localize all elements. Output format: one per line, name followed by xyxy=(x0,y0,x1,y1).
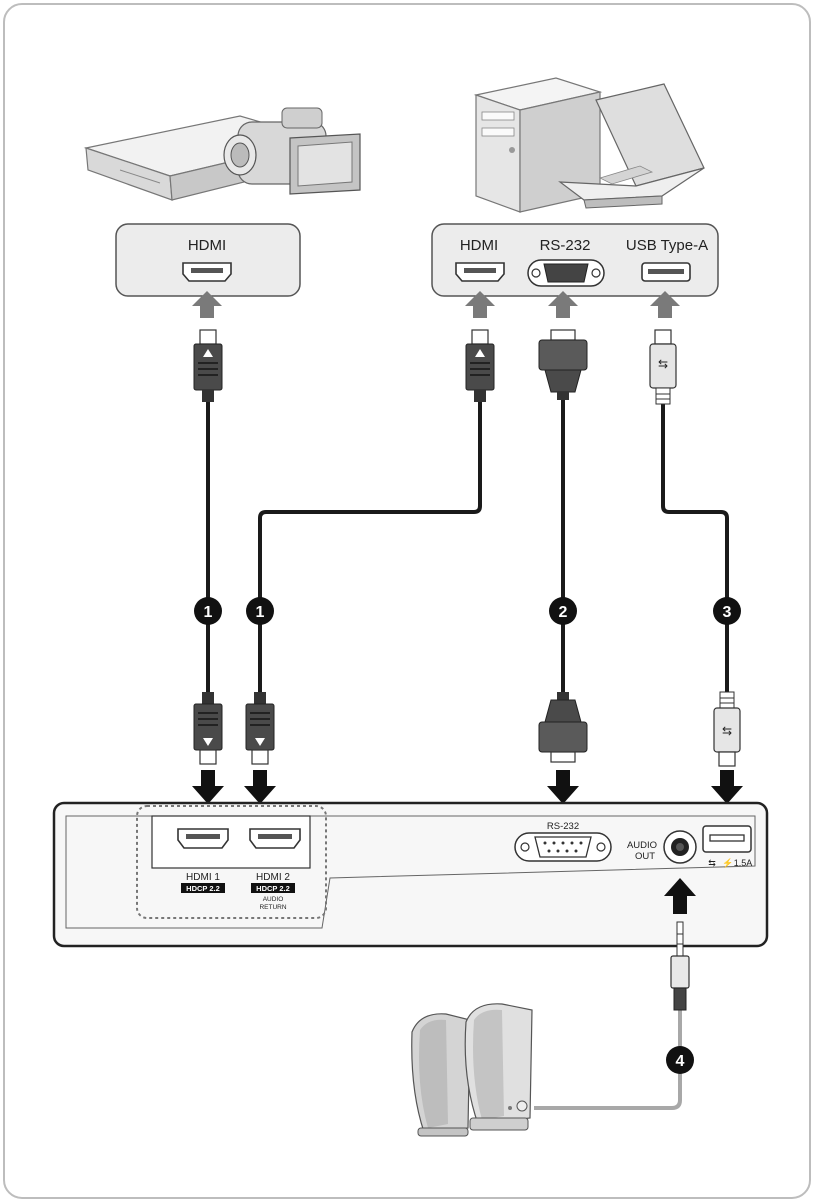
usb-plug-top: ⇆ xyxy=(649,329,677,405)
cable-badge-1b xyxy=(246,597,274,625)
arrow-down-usb xyxy=(711,770,743,804)
cable-usb xyxy=(661,404,729,694)
rs232-plug-bottom xyxy=(538,692,588,763)
speakers-illustration xyxy=(411,1003,533,1137)
projector-usb-port xyxy=(702,825,752,853)
svg-text:⇆: ⇆ xyxy=(722,724,732,738)
projector-audio-return-line2: RETURN xyxy=(259,904,286,911)
arrow-down-hdmi2 xyxy=(244,770,276,804)
cable-badge-3-text: 3 xyxy=(723,604,732,621)
hdmi-group-dotted-outline xyxy=(136,805,327,919)
projector-hdmi1-label: HDMI 1 xyxy=(186,872,220,883)
cable-badge-2 xyxy=(549,597,577,625)
usb-plug-bottom: ⇆ xyxy=(713,691,741,767)
cable-hdmi-pc-to-hdmi2 xyxy=(258,400,482,694)
computer-devices-illustration xyxy=(473,77,705,213)
projector-rs232-label: RS-232 xyxy=(547,821,579,832)
projector-audio-out-line1: AUDIO xyxy=(627,840,657,851)
computer-rs232-port-icon xyxy=(527,259,605,287)
projector-audio-out-line2: OUT xyxy=(635,851,655,862)
cable-badge-4 xyxy=(666,1046,694,1074)
svg-text:⇆: ⇆ xyxy=(658,357,668,371)
hdmi-plug-bottom-2 xyxy=(245,692,275,765)
projector-hdmi1-hdcp-badge xyxy=(181,883,225,893)
projector-hdmi1-hdcp-text: HDCP 2.2 xyxy=(186,884,220,893)
projector-hdmi1-port xyxy=(177,828,229,849)
av-source-hdmi-port-icon xyxy=(182,262,232,282)
hdmi-plug-bottom-1 xyxy=(193,692,223,765)
hdmi-plug-top-pc xyxy=(465,329,495,402)
arrow-up-pc-usb xyxy=(650,291,680,318)
cable-badge-3 xyxy=(713,597,741,625)
arrow-up-pc-rs232 xyxy=(548,291,578,318)
projector-audio-return-line1: AUDIO xyxy=(263,896,284,903)
power-bolt-icon: ⚡ xyxy=(722,857,733,869)
cable-badge-1a-text: 1 xyxy=(204,604,213,621)
projector-hdmi2-port xyxy=(249,828,301,849)
computer-usb-label: USB Type-A xyxy=(626,237,708,254)
computer-rs232-label: RS-232 xyxy=(540,237,591,254)
cable-badge-1a xyxy=(194,597,222,625)
cable-badge-1b-text: 1 xyxy=(256,604,265,621)
arrow-down-rs232 xyxy=(547,770,579,804)
arrow-up-av-hdmi xyxy=(192,291,222,318)
projector-hdmi2-hdcp-badge xyxy=(251,883,295,893)
av-source-devices-illustration xyxy=(83,107,361,201)
projector-rs232-port xyxy=(514,832,612,862)
av-source-hdmi-label: HDMI xyxy=(188,237,226,254)
cable-badge-4-text: 4 xyxy=(676,1053,685,1070)
hdmi-plug-top-av xyxy=(193,329,223,402)
cable-badge-2-text: 2 xyxy=(559,604,568,621)
audio-jack-plug xyxy=(670,921,690,1011)
projector-audio-out-jack xyxy=(663,830,697,864)
projector-usb-rating: 1.5A xyxy=(734,858,753,868)
cable-audio-speaker xyxy=(534,1010,682,1110)
projector-hdmi2-hdcp-text: HDCP 2.2 xyxy=(256,884,290,893)
arrow-up-audio-out xyxy=(664,878,696,914)
computer-usb-port-icon xyxy=(641,262,691,282)
computer-hdmi-label: HDMI xyxy=(460,237,498,254)
computer-hdmi-port-icon xyxy=(455,262,505,282)
arrow-down-hdmi1 xyxy=(192,770,224,804)
projector-inner-outline xyxy=(65,815,756,929)
projector-hdmi2-label: HDMI 2 xyxy=(256,872,290,883)
av-source-port-box xyxy=(115,223,301,297)
usb-symbol-icon: ⇆ xyxy=(708,858,716,868)
rs232-plug-top xyxy=(538,329,588,400)
arrow-up-pc-hdmi xyxy=(465,291,495,318)
